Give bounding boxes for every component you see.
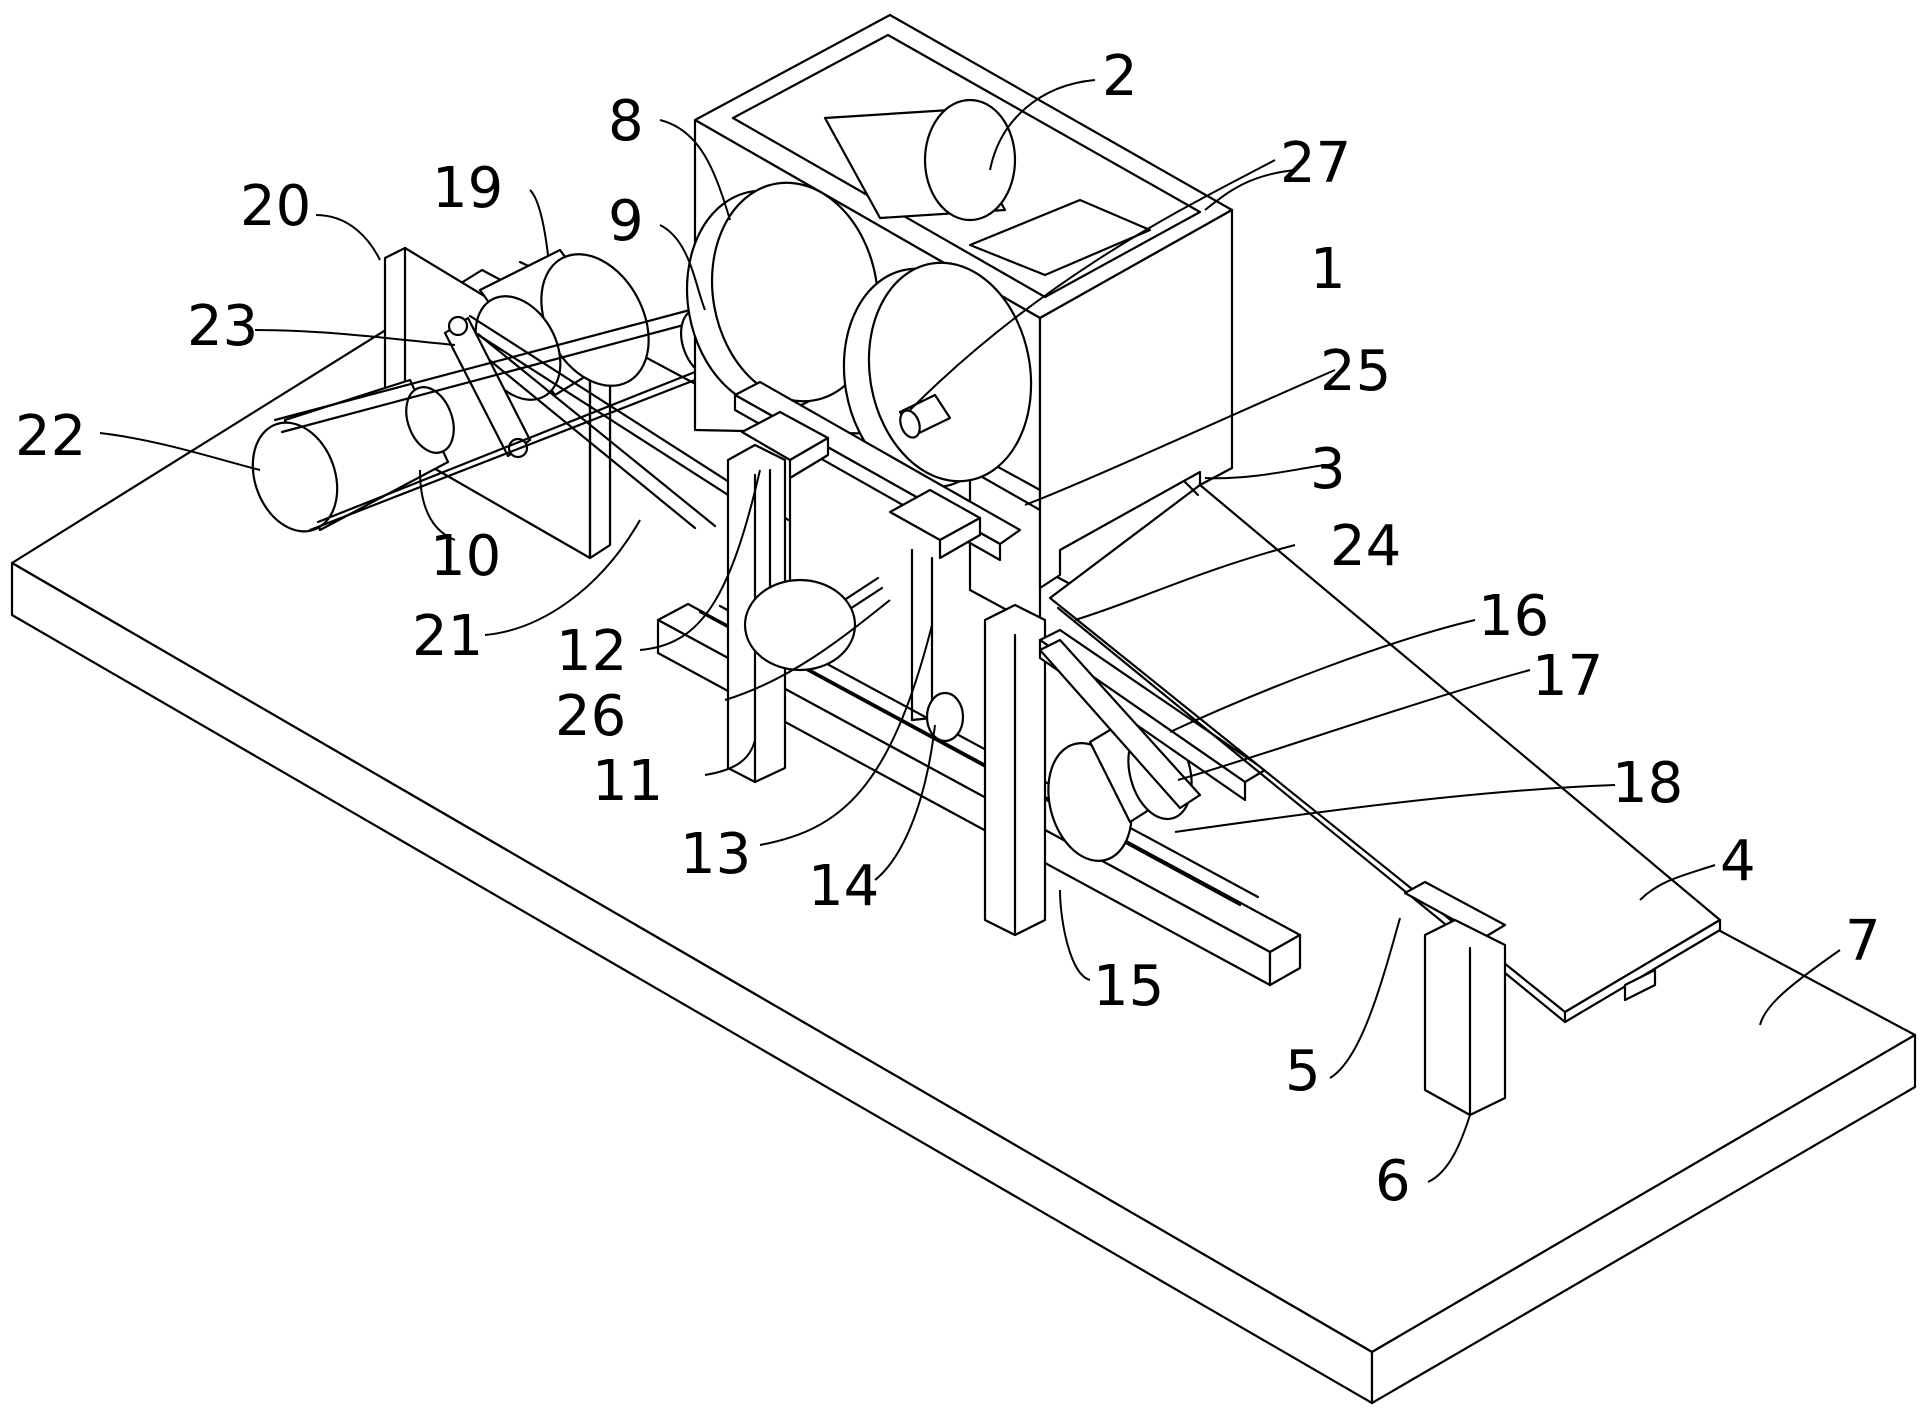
label-16: 16: [1478, 584, 1549, 649]
label-17: 17: [1532, 644, 1603, 709]
label-20: 20: [240, 174, 311, 239]
label-5: 5: [1285, 1039, 1321, 1104]
label-10: 10: [430, 524, 501, 589]
label-24: 24: [1330, 514, 1401, 579]
label-2: 2: [1102, 44, 1138, 109]
label-25: 25: [1320, 339, 1391, 404]
chute-support: [1403, 880, 1657, 1117]
label-6: 6: [1375, 1149, 1411, 1214]
guide-13: [888, 488, 982, 722]
label-8: 8: [608, 89, 644, 154]
label-18: 18: [1612, 751, 1683, 816]
belt-10: [273, 308, 707, 532]
label-7: 7: [1845, 909, 1881, 974]
label-13: 13: [680, 822, 751, 887]
label-15: 15: [1093, 954, 1164, 1019]
label-14: 14: [808, 854, 879, 919]
label-9: 9: [608, 189, 644, 254]
leader-lines: [99, 79, 1841, 1183]
roller-22: [251, 378, 455, 533]
label-26: 26: [555, 684, 626, 749]
label-4: 4: [1720, 829, 1756, 894]
inner-roller-2: [823, 98, 1152, 277]
label-19: 19: [432, 156, 503, 221]
label-11: 11: [592, 749, 663, 814]
label-3: 3: [1310, 437, 1346, 502]
wheel-8: [685, 181, 880, 411]
label-22: 22: [15, 404, 86, 469]
label-23: 23: [187, 294, 258, 359]
label-27: 27: [1280, 131, 1351, 196]
reference-labels: 1 2 3 4 5 6 7 8 9 10 11 12 13 14 15 16 1…: [15, 44, 1881, 1214]
label-12: 12: [556, 619, 627, 684]
label-1: 1: [1310, 237, 1346, 302]
label-21: 21: [412, 604, 483, 669]
diagonal-belts: [453, 314, 792, 530]
